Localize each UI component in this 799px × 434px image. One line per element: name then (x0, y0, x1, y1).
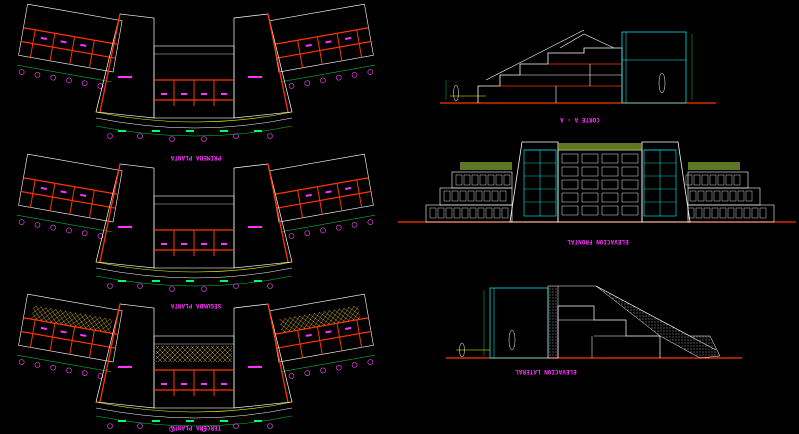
section-aa-drawing (440, 29, 716, 104)
floor-plan-1 (16, 3, 376, 142)
front-elevation-drawing (398, 141, 796, 223)
floor-plan-2 (16, 153, 376, 292)
floor-plans-group (16, 3, 376, 432)
plan-title-3: TERCERA PLANTA (170, 424, 221, 431)
front-elevation-title: ELEVACION FRONTAL (567, 238, 629, 245)
plan-title-1: PRIMERA PLANTA (170, 154, 221, 161)
side-elevation-drawing (446, 285, 742, 359)
side-elevation-title: ELEVACION LATERAL (515, 368, 577, 375)
section-aa-title: CORTE A - A (560, 116, 600, 123)
plan-title-2: SEGUNDA PLANTA (170, 302, 221, 309)
floor-plan-3 (16, 293, 376, 432)
